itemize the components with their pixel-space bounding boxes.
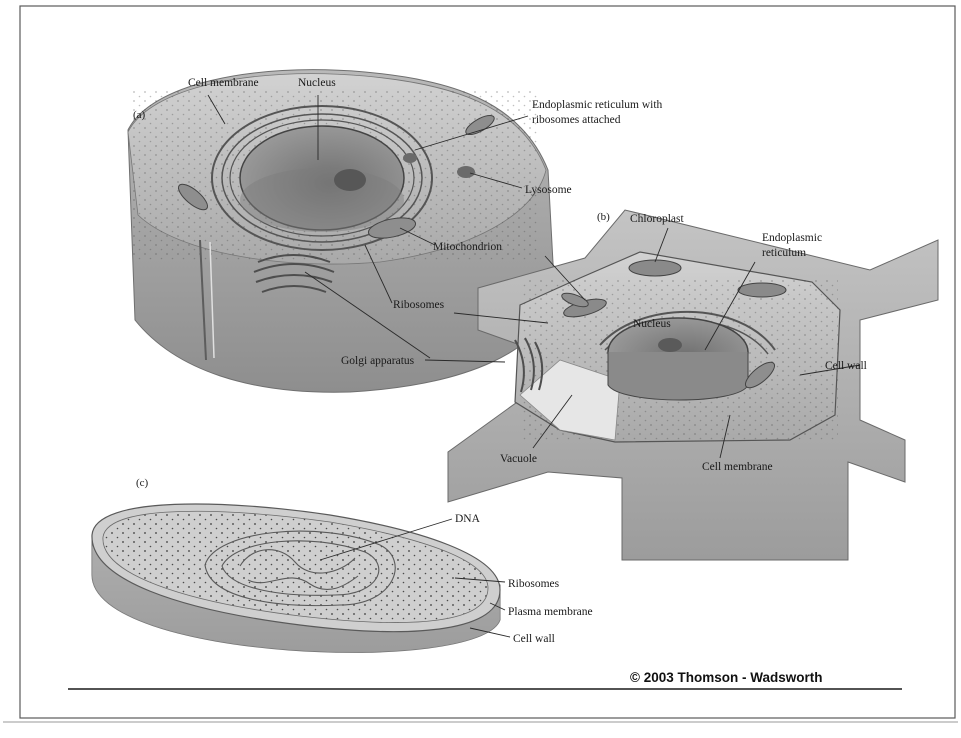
label-er-a-line2: ribosomes attached (532, 114, 621, 126)
label-plasma-membrane: Plasma membrane (508, 606, 593, 618)
label-cell-membrane-b: Cell membrane (702, 461, 773, 473)
label-cell-wall-b: Cell wall (825, 360, 867, 372)
label-vacuole: Vacuole (500, 453, 537, 465)
label-cell-wall-c: Cell wall (513, 633, 555, 645)
label-nucleus-a: Nucleus (298, 77, 336, 89)
label-ribosomes-a: Ribosomes (393, 299, 445, 311)
label-chloroplast: Chloroplast (630, 213, 684, 225)
panel-tag-b: (b) (597, 211, 610, 223)
panel-tag-c: (c) (136, 477, 149, 489)
animal-cell (128, 70, 555, 393)
label-er-a-line1: Endoplasmic reticulum with (532, 99, 663, 111)
label-er-b-line2: reticulum (762, 247, 806, 259)
copyright-text: © 2003 Thomson - Wadsworth (630, 670, 822, 685)
label-lysosome: Lysosome (525, 184, 572, 196)
label-golgi-apparatus: Golgi apparatus (341, 355, 415, 367)
label-dna: DNA (455, 513, 481, 525)
lysosome-a (457, 166, 475, 178)
label-nucleus-b: Nucleus (633, 318, 671, 330)
label-ribosomes-c: Ribosomes (508, 578, 560, 590)
label-er-b-line1: Endoplasmic (762, 232, 822, 244)
label-mitochondrion: Mitochondrion (433, 241, 502, 253)
label-cell-membrane-a: Cell membrane (188, 77, 259, 89)
panel-tag-a: (a) (133, 109, 146, 121)
